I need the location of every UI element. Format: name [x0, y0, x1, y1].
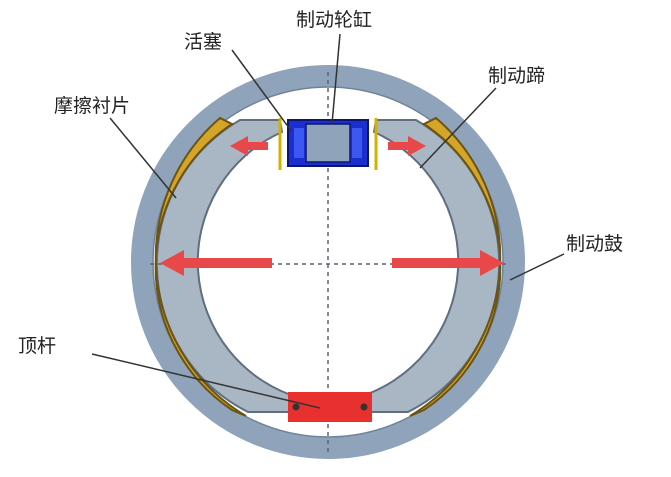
left-friction-lining	[154, 116, 247, 417]
arrow-mid-left	[160, 250, 272, 276]
push-rod-pin-left	[292, 403, 300, 411]
leader-friction-lining	[109, 117, 177, 199]
push-rod-pin-right	[360, 403, 368, 411]
label-push-rod: 顶杆	[18, 335, 56, 357]
arrow-up-left	[230, 136, 268, 156]
leader-brake-drum	[509, 253, 565, 281]
right-friction-lining	[409, 116, 502, 417]
right-piston	[352, 128, 362, 158]
left-piston	[294, 128, 304, 158]
leader-wheel-cylinder	[331, 33, 341, 125]
leader-piston	[231, 49, 293, 133]
leader-brake-shoe	[419, 87, 497, 169]
wheel-cylinder-bore	[305, 123, 351, 163]
arrow-mid-right	[392, 250, 504, 276]
leader-push-rod	[91, 353, 321, 409]
label-wheel-cylinder: 制动轮缸	[296, 9, 372, 31]
arrow-up-right	[388, 136, 426, 156]
label-piston: 活塞	[184, 31, 222, 53]
label-brake-shoe: 制动蹄	[488, 65, 545, 87]
label-friction-lining: 摩擦衬片	[54, 95, 130, 117]
brake-drum-inner-edge	[152, 86, 504, 438]
push-rod	[288, 392, 372, 422]
label-brake-drum: 制动鼓	[566, 233, 623, 255]
